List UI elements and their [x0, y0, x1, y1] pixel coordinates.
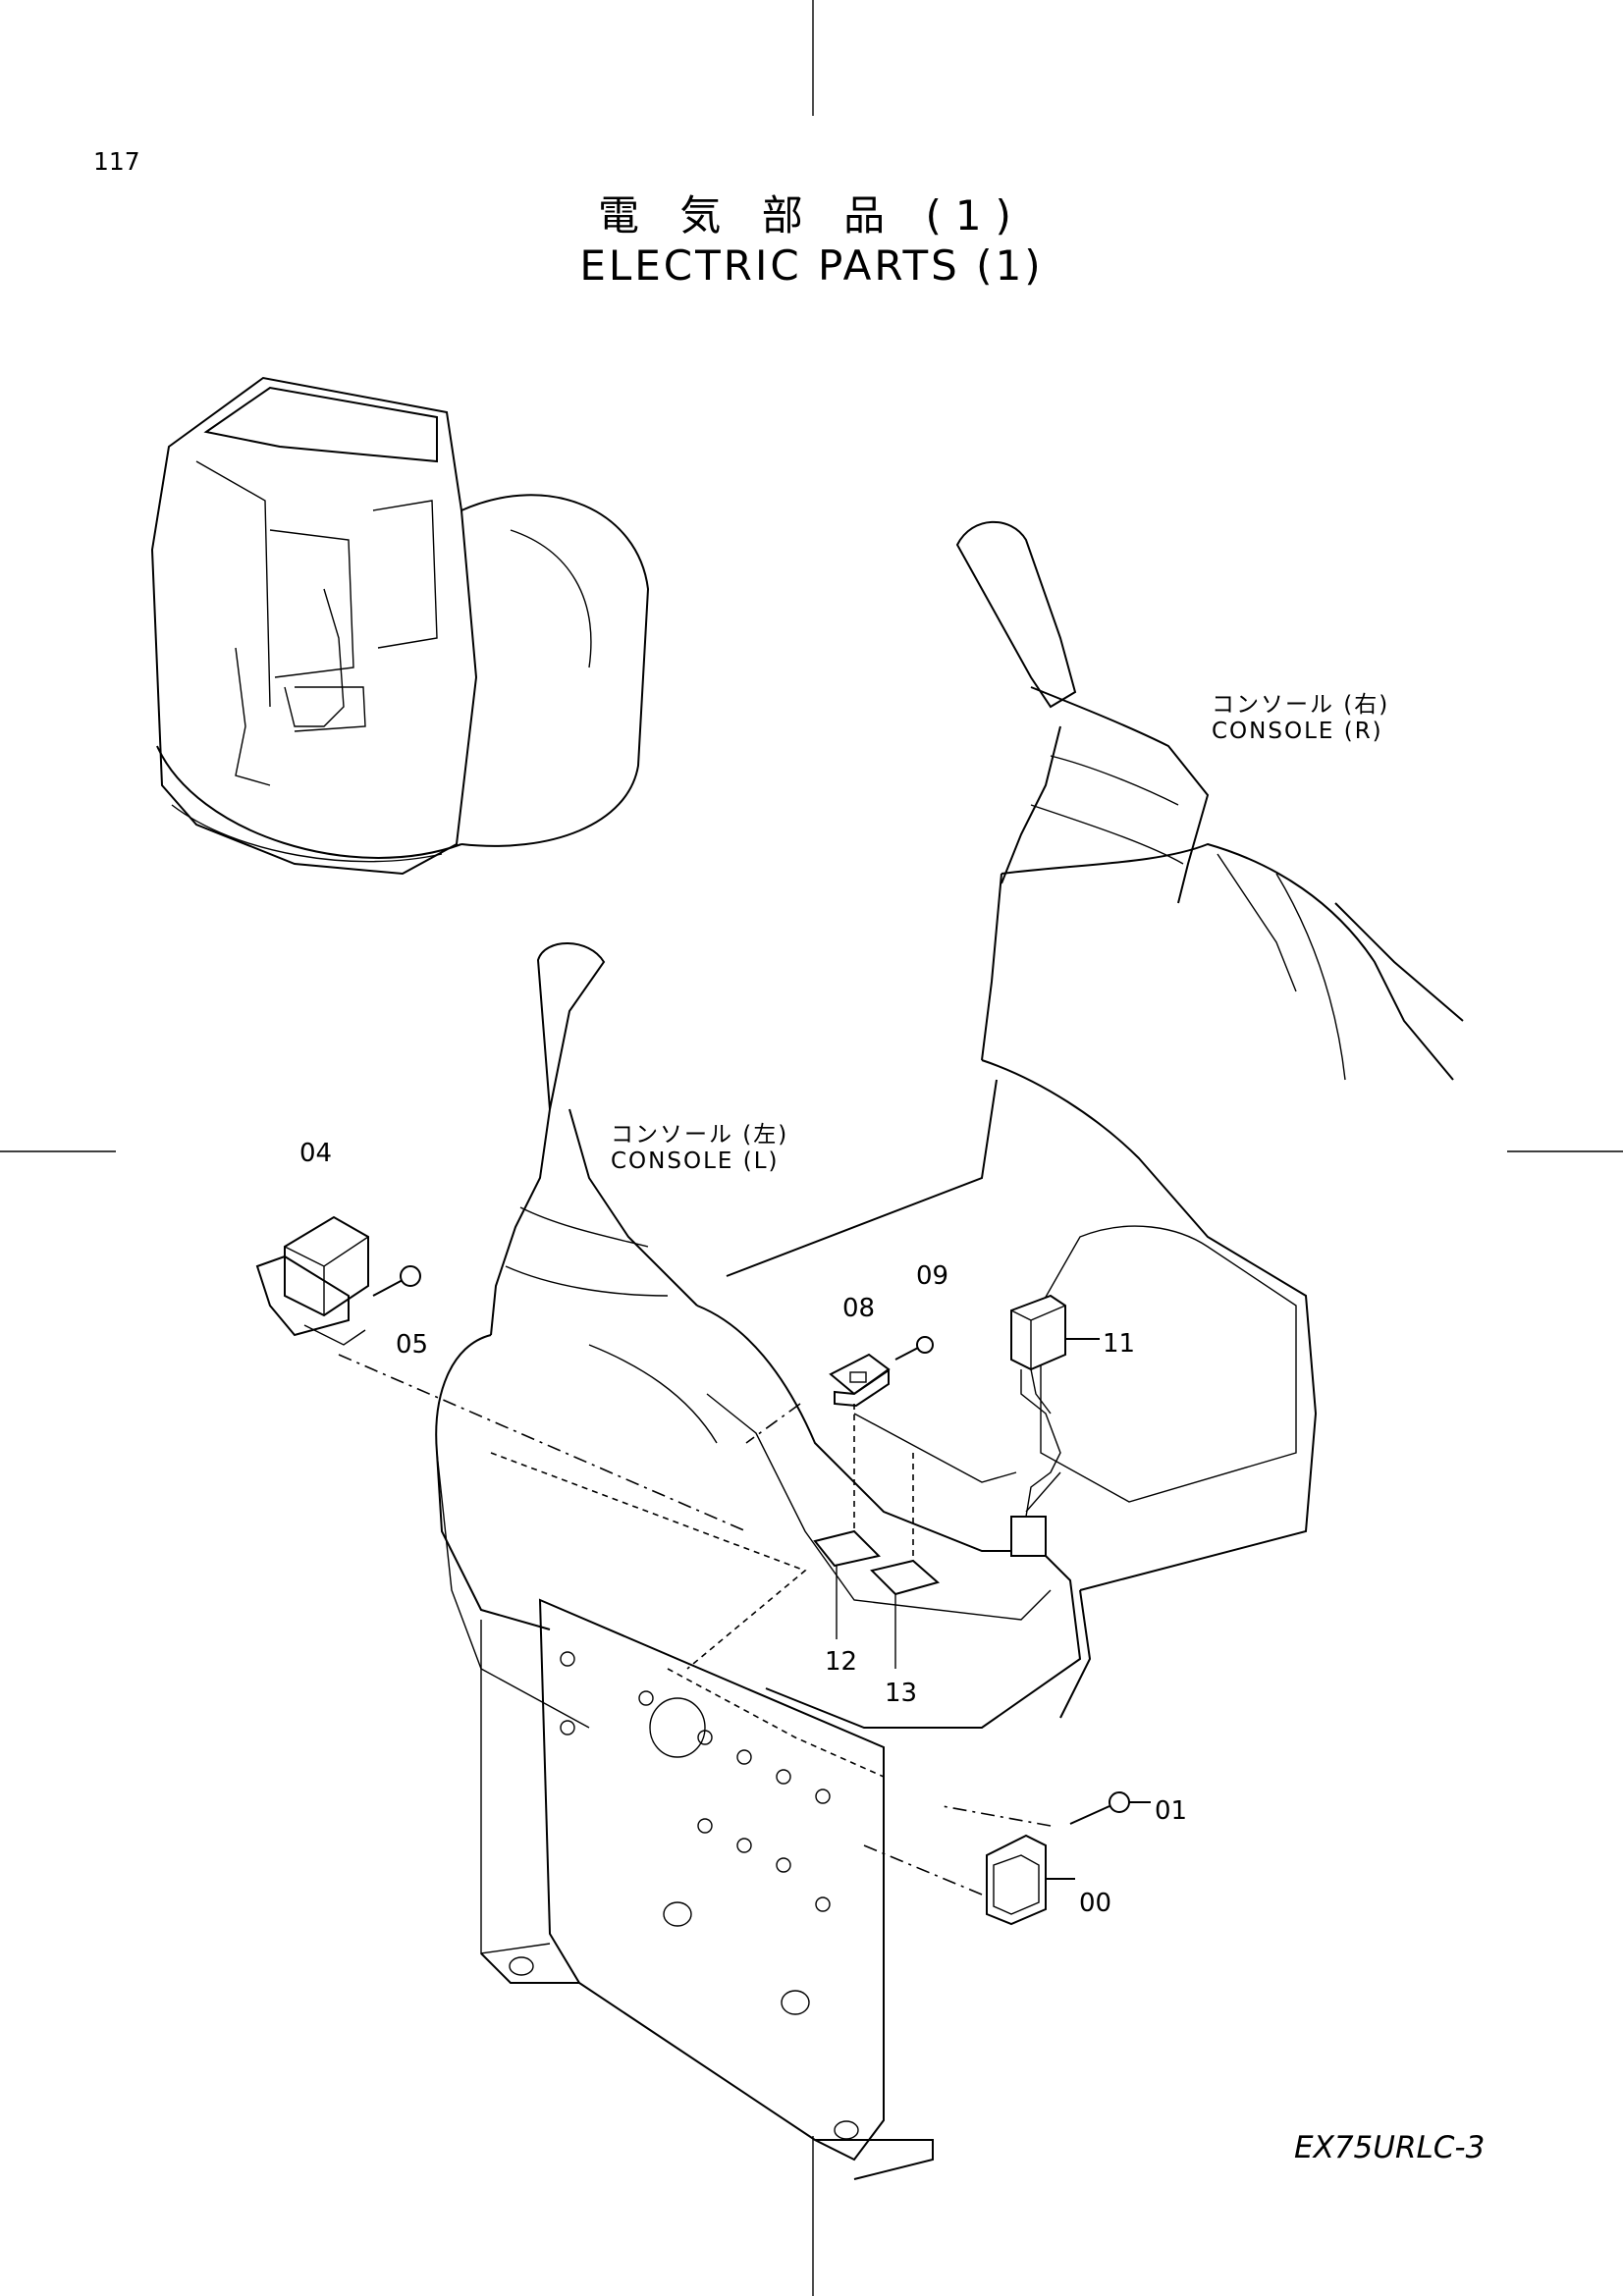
callout-09: 09	[916, 1261, 949, 1291]
console-left-drawing	[435, 942, 1082, 1729]
part-08-switch	[829, 1353, 891, 1408]
console-right-label-jp: コンソール (右)	[1212, 692, 1390, 718]
callout-13: 13	[885, 1679, 918, 1708]
part-09-screw	[894, 1336, 934, 1361]
label-plates	[813, 1529, 941, 1669]
mounting-bracket-drawing	[480, 1598, 934, 2180]
part-00-connector	[986, 1834, 1075, 1926]
console-right-label-en: CONSOLE (R)	[1212, 719, 1383, 744]
console-left-label-en: CONSOLE (L)	[611, 1148, 780, 1174]
part-11-rocker-switch	[1010, 1294, 1100, 1557]
excavator-cab-inset	[150, 376, 650, 876]
callout-00: 00	[1079, 1889, 1112, 1918]
callout-12: 12	[825, 1647, 858, 1677]
part-04-relay	[255, 1215, 369, 1346]
callout-08: 08	[842, 1294, 876, 1323]
console-left-label-jp: コンソール (左)	[611, 1122, 789, 1148]
model-code: EX75URLC-3	[1294, 2130, 1486, 2165]
leader-lines	[338, 1354, 1061, 1896]
console-base-drawing	[726, 1059, 1318, 1719]
page-title-en: ELECTRIC PARTS (1)	[579, 241, 1044, 290]
page-number: 117	[93, 147, 140, 176]
callout-01: 01	[1155, 1796, 1188, 1826]
page-title-jp: 電 気 部 品 (1)	[598, 191, 1025, 240]
console-right-drawing	[955, 520, 1464, 1081]
callout-04: 04	[299, 1139, 333, 1168]
part-01-bolt	[1069, 1791, 1151, 1825]
part-05-screw	[372, 1265, 421, 1297]
callout-05: 05	[396, 1330, 429, 1360]
callout-11: 11	[1103, 1329, 1136, 1359]
